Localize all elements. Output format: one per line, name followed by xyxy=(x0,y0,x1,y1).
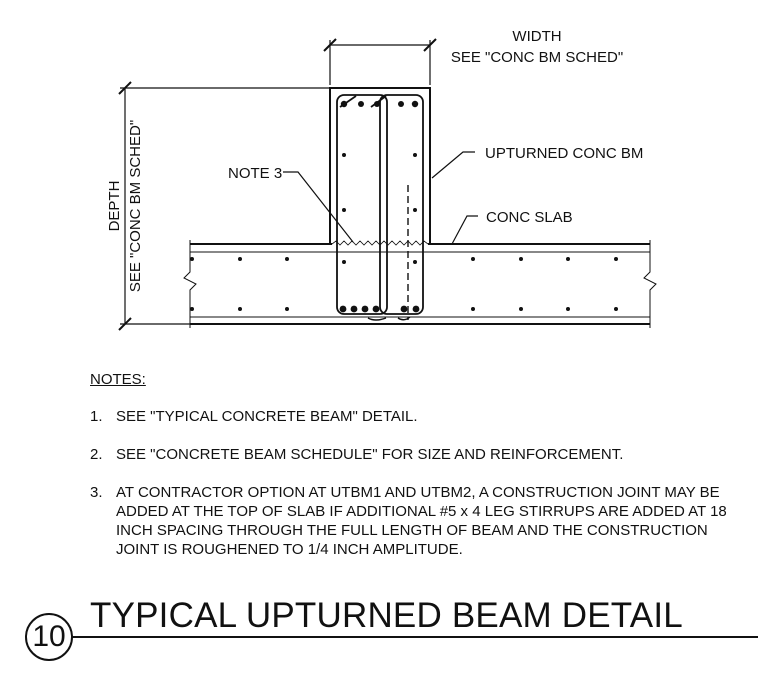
width-dimension xyxy=(323,38,437,85)
notes-title: NOTES: xyxy=(90,371,146,388)
note-number: 2. xyxy=(90,446,103,463)
slab-reinforcing-bars xyxy=(190,257,618,311)
note-item: 1. SEE "TYPICAL CONCRETE BEAM" DETAIL. xyxy=(90,407,750,426)
beam-section-drawing: WIDTH SEE "CONC BM SCHED" DEPTH SEE "CON… xyxy=(106,28,657,331)
note-text: AT CONTRACTOR OPTION AT UTBM1 AND UTBM2,… xyxy=(116,484,727,558)
note-text: SEE "CONCRETE BEAM SCHEDULE" FOR SIZE AN… xyxy=(116,446,624,463)
width-label: WIDTH xyxy=(512,28,561,45)
concrete-slab xyxy=(183,240,657,328)
note-item: 3. AT CONTRACTOR OPTION AT UTBM1 AND UTB… xyxy=(90,483,750,559)
note-number: 3. xyxy=(90,484,103,501)
note3-leader xyxy=(283,171,354,243)
note-text: SEE "TYPICAL CONCRETE BEAM" DETAIL. xyxy=(116,408,418,425)
detail-number-bubble: 10 xyxy=(25,613,73,661)
note3-label: NOTE 3 xyxy=(228,165,282,182)
slab-leader xyxy=(451,215,478,245)
depth-reference: SEE "CONC BM SCHED" xyxy=(127,120,144,292)
upturned-beam-leader xyxy=(431,151,475,179)
upturned-beam xyxy=(329,87,431,321)
beam-reinforcing-bars xyxy=(339,100,420,313)
note-item: 2. SEE "CONCRETE BEAM SCHEDULE" FOR SIZE… xyxy=(90,445,750,464)
upturned-beam-label: UPTURNED CONC BM xyxy=(485,145,643,162)
notes-section: NOTES: 1. SEE "TYPICAL CONCRETE BEAM" DE… xyxy=(90,370,750,578)
slab-label: CONC SLAB xyxy=(486,209,573,226)
width-reference: SEE "CONC BM SCHED" xyxy=(451,49,623,66)
depth-dimension xyxy=(118,81,330,331)
detail-title: TYPICAL UPTURNED BEAM DETAIL xyxy=(90,596,683,635)
note-number: 1. xyxy=(90,408,103,425)
depth-label: DEPTH xyxy=(106,181,123,232)
title-underline xyxy=(72,636,758,638)
